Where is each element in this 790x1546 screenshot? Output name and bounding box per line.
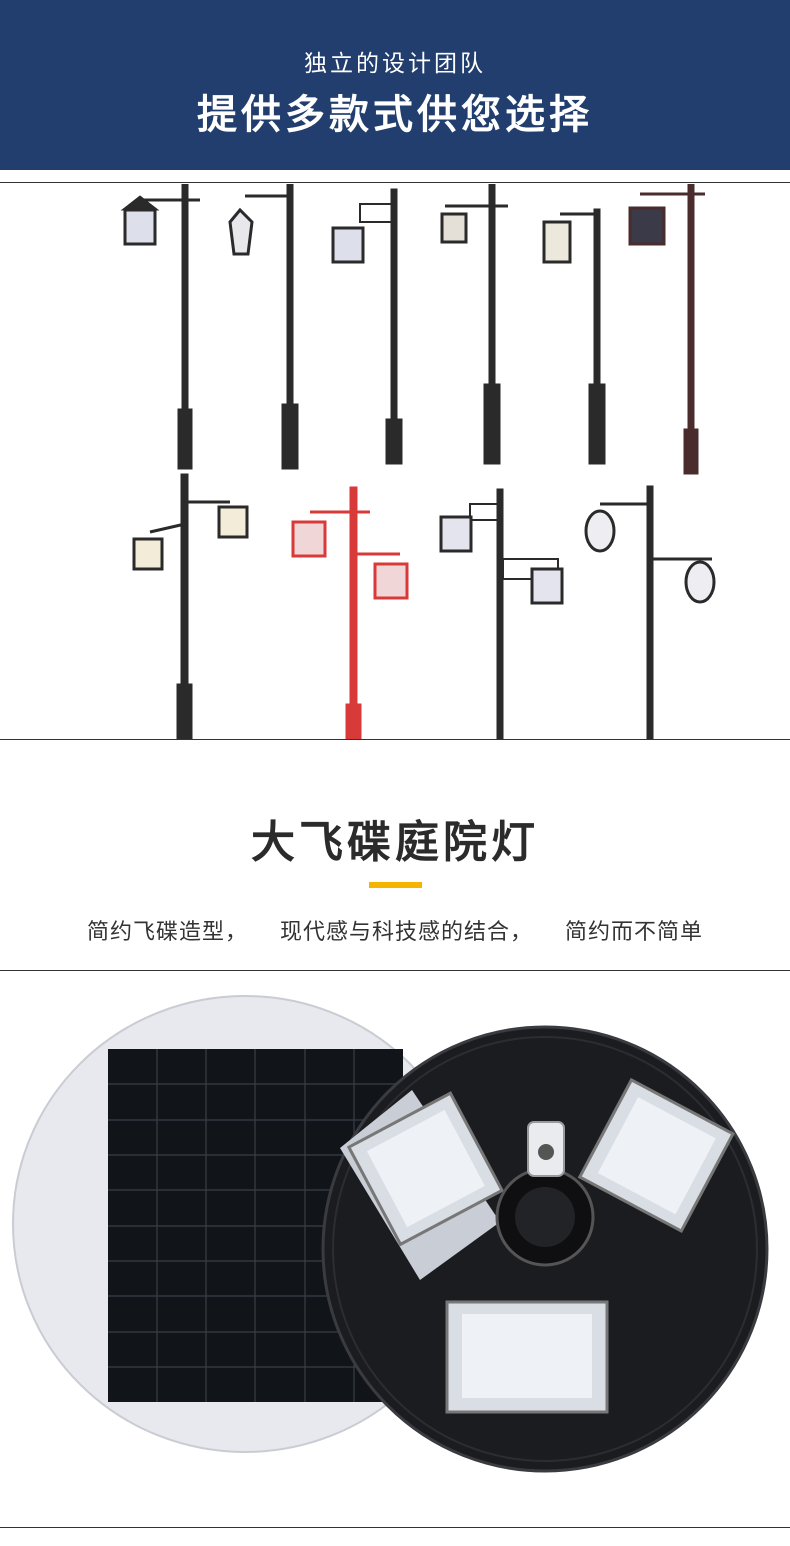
- garden-lamp-6: [628, 184, 705, 475]
- accent-bar: [369, 882, 422, 888]
- feature-line: 简约飞碟造型， 现代感与科技感的结合， 简约而不简单: [0, 914, 790, 946]
- garden-lamp-4: [440, 184, 508, 465]
- garden-lamp-10: [584, 485, 716, 739]
- garden-lamp-9: [439, 488, 564, 739]
- product-photo: [12, 995, 769, 1473]
- divider-line: [0, 739, 790, 740]
- garden-lamp-3: [331, 188, 403, 465]
- garden-lamp-7: [132, 473, 249, 739]
- feature-text: 简约而不简单: [565, 920, 704, 945]
- banner-subtitle: 独立的设计团队: [304, 51, 486, 77]
- feature-text: 简约飞碟造型，: [86, 920, 248, 945]
- led-module: [577, 1077, 735, 1234]
- ufo-lamp-head: [321, 1025, 769, 1473]
- banner-title: 提供多款式供您选择: [197, 92, 593, 138]
- garden-lamp-2: [228, 184, 299, 470]
- product-title-section: 大飞碟庭院灯 简约飞碟造型， 现代感与科技感的结合， 简约而不简单: [0, 740, 790, 970]
- divider-line: [0, 182, 790, 183]
- product-title: 大飞碟庭院灯: [251, 817, 539, 868]
- header-banner: 独立的设计团队 提供多款式供您选择: [0, 0, 790, 170]
- divider-line: [0, 1527, 790, 1528]
- garden-lamp-5: [542, 208, 606, 465]
- garden-lamp-8[interactable]: [291, 486, 409, 739]
- lamp-style-catalog: [120, 184, 716, 739]
- divider-line: [0, 970, 790, 971]
- led-module: [346, 1091, 505, 1247]
- garden-lamp-1: [120, 184, 200, 470]
- feature-text: 现代感与科技感的结合，: [279, 920, 533, 945]
- led-module: [445, 1300, 609, 1414]
